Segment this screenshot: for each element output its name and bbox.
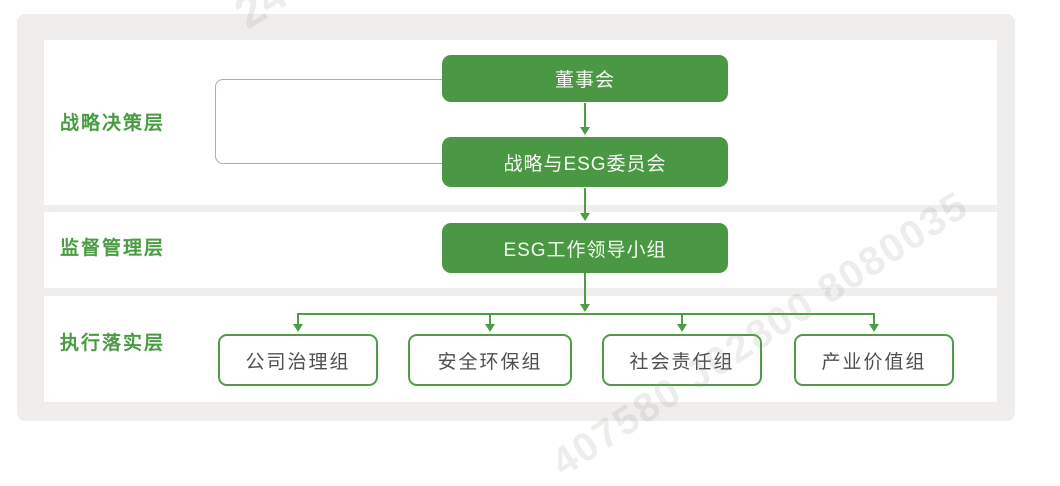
arrow-down-icon bbox=[485, 324, 495, 332]
node-esg-leading-group: ESG工作领导小组 bbox=[442, 223, 728, 273]
connector-line bbox=[298, 313, 875, 315]
group-box-social-responsibility: 社会责任组 bbox=[602, 334, 762, 386]
layer-label-strategy: 战略决策层 bbox=[60, 113, 166, 134]
layer-label-execution: 执行落实层 bbox=[60, 333, 166, 354]
connector-line bbox=[873, 313, 875, 326]
connector-line bbox=[681, 313, 683, 326]
group-box-safety-environment: 安全环保组 bbox=[408, 334, 572, 386]
connector-line bbox=[489, 313, 491, 326]
arrow-down-icon bbox=[580, 127, 590, 135]
arrow-down-icon bbox=[293, 324, 303, 332]
bracket-connector bbox=[215, 79, 443, 164]
layer-label-supervision: 监督管理层 bbox=[60, 238, 166, 259]
group-box-corporate-governance: 公司治理组 bbox=[218, 334, 378, 386]
esg-governance-chart: 战略决策层 监督管理层 执行落实层 董事会 战略与ESG委员会 ESG工作领导小… bbox=[17, 0, 1015, 485]
node-strategy-esg-committee: 战略与ESG委员会 bbox=[442, 137, 728, 187]
node-board-of-directors: 董事会 bbox=[442, 55, 728, 102]
arrow-down-icon bbox=[580, 213, 590, 221]
connector-line bbox=[584, 188, 586, 214]
connector-line bbox=[584, 273, 586, 306]
connector-line bbox=[584, 103, 586, 129]
connector-line bbox=[297, 313, 299, 326]
arrow-down-icon bbox=[580, 304, 590, 312]
group-box-industrial-value: 产业价值组 bbox=[794, 334, 954, 386]
arrow-down-icon bbox=[869, 324, 879, 332]
arrow-down-icon bbox=[677, 324, 687, 332]
